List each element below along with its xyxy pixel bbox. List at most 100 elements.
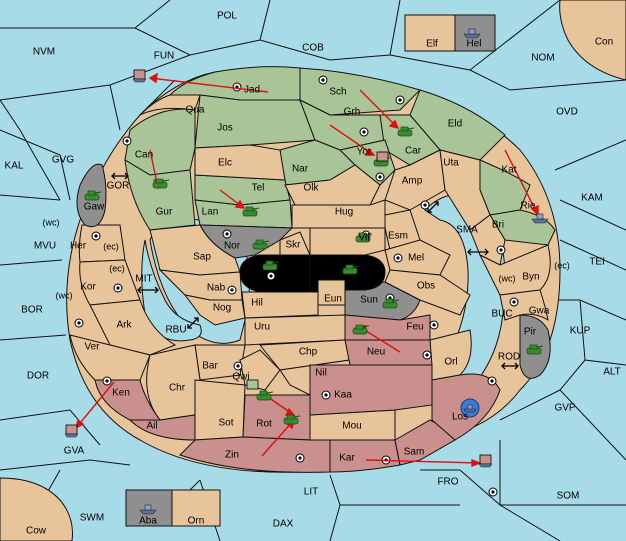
label-pir: Pir <box>524 327 537 338</box>
label-lit: LIT <box>304 487 318 498</box>
label-ark: Ark <box>117 320 133 331</box>
label-gur: Gur <box>156 207 173 218</box>
label-chp: Chp <box>299 347 318 358</box>
label-grh: Grh <box>344 107 361 118</box>
label-gor: GOR <box>107 181 130 192</box>
label-mou: Mou <box>342 421 361 432</box>
label-rbu: RBU <box>165 325 186 336</box>
label-con: Con <box>595 37 613 48</box>
province-neu[interactable] <box>344 339 433 366</box>
label-byn: Byn <box>522 272 539 283</box>
label-bar: Bar <box>202 361 218 372</box>
coast-labels: (wc) (ec) (ec) (wc) (wc) (ec) <box>43 217 570 300</box>
land-borders <box>139 79 176 116</box>
label-jad: Jad <box>244 85 260 96</box>
province-orn[interactable] <box>171 489 221 527</box>
label-elc: Elc <box>218 158 232 169</box>
label-gwa: Gwa <box>529 306 550 317</box>
province-kaa[interactable] <box>309 364 433 416</box>
label-skr: Skr <box>286 240 302 251</box>
label-lan: Lan <box>202 207 219 218</box>
label-neu: Neu <box>367 347 385 358</box>
province-obs[interactable] <box>384 269 471 316</box>
label-fro: FRO <box>437 477 458 488</box>
label-jos: Jos <box>217 123 233 134</box>
label-buc: BUC <box>491 309 512 320</box>
label-her: Her <box>70 241 87 252</box>
label-eld: Eld <box>448 119 462 130</box>
province-sot[interactable] <box>194 379 246 441</box>
province-elc[interactable] <box>194 144 286 181</box>
label-ovd: OVD <box>556 107 578 118</box>
army-icon <box>526 344 544 355</box>
label-dax: DAX <box>273 519 294 530</box>
label-hil: Hil <box>251 298 263 309</box>
army-icon <box>252 239 270 250</box>
label-sam: Sam <box>404 447 425 458</box>
label-her-ec: (ec) <box>103 241 119 251</box>
label-byn-ec: (ec) <box>554 260 570 270</box>
province-vil[interactable] <box>309 227 386 256</box>
label-tei: TEI <box>589 257 605 268</box>
label-car: Car <box>405 146 422 157</box>
label-nab: Nab <box>207 283 226 294</box>
label-vil: Vil <box>359 233 370 244</box>
province-ail[interactable] <box>128 414 196 441</box>
label-nom: NOM <box>531 53 554 64</box>
province-ver[interactable] <box>69 334 151 381</box>
dislodged-marker <box>376 151 389 162</box>
province-hug[interactable] <box>291 199 386 229</box>
dislodged-marker <box>132 69 147 83</box>
province-elf[interactable] <box>404 14 456 52</box>
label-orn: Orn <box>188 516 205 527</box>
sea-labels: POL NVM FUN COB NOM Con OVD KAL GVG GOR … <box>5 11 621 537</box>
dislodged-marker <box>478 454 493 468</box>
label-los: Los <box>452 412 468 423</box>
land-labels: Elf Hel Jad Sch Qua Jos Grh Eld Can Yor … <box>70 39 550 527</box>
label-cob: COB <box>302 43 324 54</box>
label-zin: Zin <box>225 450 239 461</box>
province-ark[interactable] <box>89 299 177 356</box>
label-ver: Ver <box>84 342 100 353</box>
fleet-icon <box>531 213 549 224</box>
label-uta: Uta <box>443 158 459 169</box>
label-hug: Hug <box>335 207 353 218</box>
province-sch[interactable] <box>299 67 421 116</box>
province-gur[interactable] <box>124 159 196 231</box>
label-orl: Orl <box>444 357 457 368</box>
province-jos[interactable] <box>194 94 316 149</box>
province-gwa[interactable] <box>499 289 549 322</box>
label-nil: Nil <box>315 368 327 379</box>
province-con[interactable] <box>559 0 626 81</box>
army-icon <box>152 178 170 189</box>
label-mvu: MVU <box>34 241 56 252</box>
label-sap: Sap <box>193 252 211 263</box>
label-gva: GVA <box>64 446 85 457</box>
label-nor: Nor <box>224 241 241 252</box>
province-rot[interactable] <box>242 394 311 441</box>
label-kor-ec: (ec) <box>109 263 125 273</box>
label-her-wc: (wc) <box>43 217 60 227</box>
province-cow[interactable] <box>0 477 73 541</box>
label-dor: DOR <box>27 371 49 382</box>
label-nvm: NVM <box>33 47 55 58</box>
label-kat: Kat <box>501 165 516 176</box>
label-ost: Ost <box>316 257 332 268</box>
label-yor: Yor <box>357 147 372 158</box>
label-som: SOM <box>557 491 580 502</box>
label-tel: Tel <box>252 183 265 194</box>
label-kor: Kor <box>80 282 96 293</box>
army-icon <box>242 206 260 217</box>
label-sma: SMA <box>456 225 478 236</box>
province-mel[interactable] <box>384 239 451 276</box>
label-amp: Amp <box>402 176 423 187</box>
label-qwi: Qwi <box>232 372 249 383</box>
label-esm: Esm <box>388 231 408 242</box>
label-sch: Sch <box>329 87 346 98</box>
label-ken: Ken <box>112 388 130 399</box>
label-mit: MIT <box>135 274 152 285</box>
label-obs: Obs <box>417 281 435 292</box>
label-qua: Qua <box>186 105 205 116</box>
